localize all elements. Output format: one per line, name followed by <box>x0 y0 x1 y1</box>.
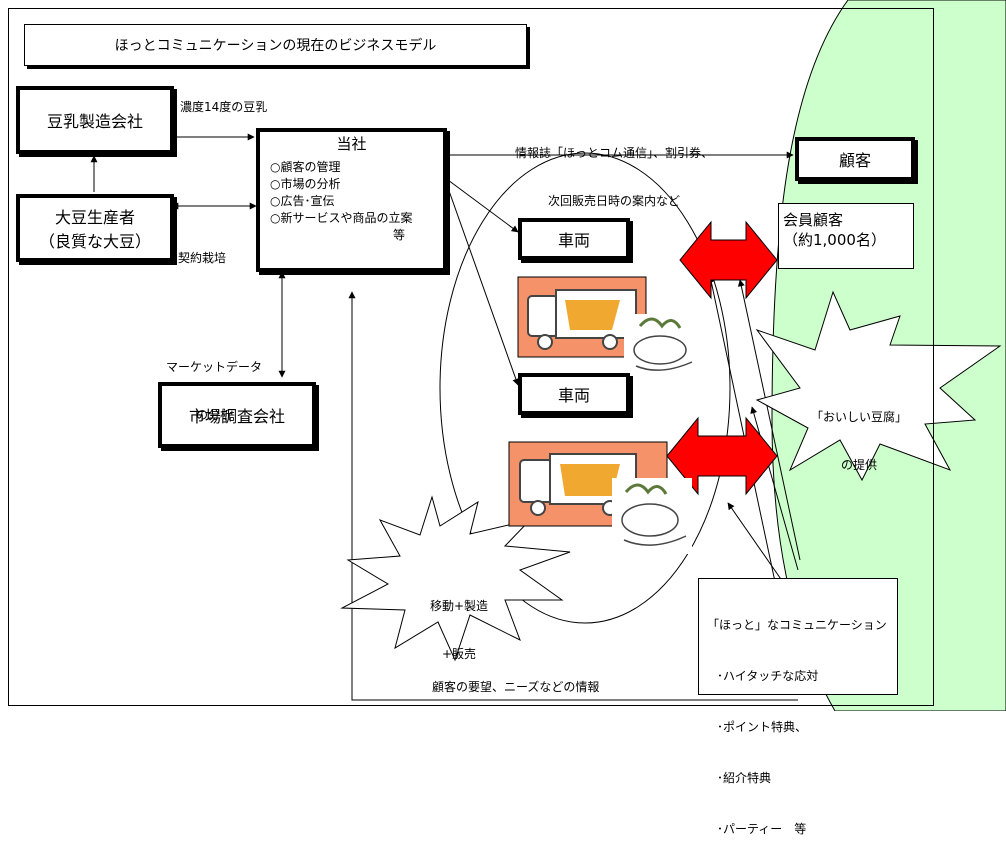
label-market-data-line1: マーケットデータ <box>166 360 263 374</box>
truck-illustration-1 <box>517 276 647 358</box>
burst-tofu-line1: 「おいしい豆腐」 <box>810 410 907 424</box>
node-vehicle-2-label: 車両 <box>557 386 590 405</box>
node-customer: 顧客 <box>795 137 915 181</box>
node-vehicle-1: 車両 <box>518 218 630 260</box>
red-double-arrow-1 <box>679 220 778 300</box>
burst-tofu-label: 「おいしい豆腐」 の提供 <box>804 377 914 489</box>
label-newsletter-line1: 情報誌「ほっとコム通信」、割引券、 <box>514 146 713 160</box>
burst-move-line1: 移動+製造 <box>429 599 489 613</box>
node-member-customers-label: 会員顧客 <box>783 211 844 229</box>
node-soy-milk-maker: 豆乳製造会社 <box>16 86 174 154</box>
red-double-arrow-2 <box>666 416 778 496</box>
node-company: 当社 ○顧客の管理 ○市場の分析 ○広告･宣伝 ○新サービスや商品の立案 等 <box>256 128 447 272</box>
company-item: ○顧客の管理 <box>270 160 341 174</box>
burst-tofu <box>755 290 1002 482</box>
node-member-customers-count: （約1,000名） <box>783 231 886 249</box>
node-vehicle-2: 車両 <box>518 373 630 415</box>
node-research-company: 市場調査会社 <box>158 382 316 448</box>
node-vehicle-1-label: 車両 <box>557 231 590 250</box>
communication-item: ･紹介特典 <box>717 771 772 785</box>
arrow-company-vehicle1 <box>447 179 519 233</box>
company-item: ○広告･宣伝 <box>270 194 335 208</box>
burst-move-line2: +販売 <box>441 647 477 661</box>
company-item: ○新サービスや商品の立案 <box>270 211 413 225</box>
node-research-company-label: 市場調査会社 <box>188 407 285 426</box>
page-title: ほっとコミュニケーションの現在のビジネスモデル <box>24 24 527 66</box>
burst-move-label: 移動+製造 +販売 <box>404 566 514 678</box>
arrow-comm-2 <box>727 502 786 586</box>
communication-item: ･ポイント特典、 <box>717 720 808 734</box>
company-item: ○市場の分析 <box>270 177 341 191</box>
diagram-frame <box>8 8 934 706</box>
node-soy-milk-maker-label: 豆乳製造会社 <box>46 112 143 131</box>
node-soybean-farmer-label: 大豆生産者 <box>54 208 135 227</box>
communication-item: ･パーティー 等 <box>717 822 807 836</box>
node-soybean-farmer: 大豆生産者 （良質な大豆） <box>16 194 174 262</box>
burst-tofu-line2: の提供 <box>840 458 877 472</box>
vehicle-group-ellipse <box>439 152 731 624</box>
label-feedback: 顧客の要望、ニーズなどの情報 <box>432 680 600 694</box>
label-newsletter: 情報誌「ほっとコム通信」、割引券、 次回販売日時の案内など <box>474 113 754 225</box>
node-customer-label: 顧客 <box>838 151 871 170</box>
company-item-etc: 等 <box>392 228 405 242</box>
tofu-mascot-illustration-1 <box>624 314 696 376</box>
tofu-mascot-illustration-2 <box>612 478 692 554</box>
node-member-customers: 会員顧客 （約1,000名） <box>778 203 914 269</box>
communication-heading: 「ほっと」なコミュニケーション <box>707 618 887 632</box>
arrow-company-vehicle2 <box>447 187 520 386</box>
label-market-data-line2: の分析 <box>196 408 233 422</box>
communication-item: ･ハイタッチな応対 <box>717 669 819 683</box>
label-contract-farming: 契約栽培 <box>178 251 227 265</box>
arrow-feedback <box>348 291 798 701</box>
arrow-feedback-2 <box>737 279 801 561</box>
node-soybean-farmer-sublabel: （良質な大豆） <box>38 232 151 251</box>
label-market-data: マーケットデータ の分析 <box>166 327 262 439</box>
label-soy-milk: 濃度14度の豆乳 <box>180 100 268 114</box>
node-company-title: 当社 <box>336 135 367 153</box>
communication-box: 「ほっと」なコミュニケーション ･ハイタッチな応対 ･ポイント特典、 ･紹介特典… <box>698 578 898 836</box>
label-newsletter-line2: 次回販売日時の案内など <box>547 194 680 208</box>
